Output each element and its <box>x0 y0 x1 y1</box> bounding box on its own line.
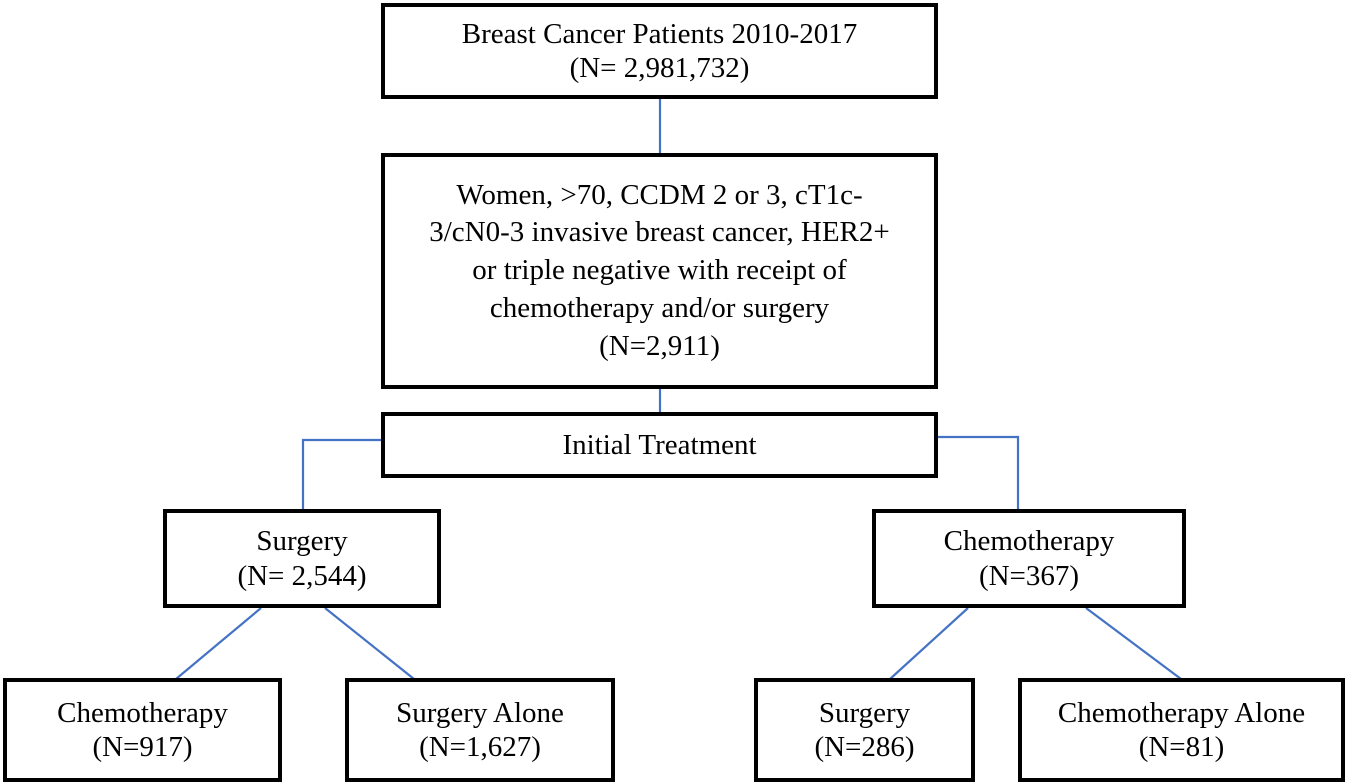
node-surgery-branch-line-1: Surgery <box>256 525 348 558</box>
connector-surgery-to-chemotherapy-leaf <box>175 607 262 680</box>
node-leaf-chemotherapy-line-1: Chemotherapy <box>57 696 228 729</box>
node-root-line-2: (N= 2,981,732) <box>569 52 750 84</box>
node-leaf-chemotherapy-alone-line-1: Chemotherapy Alone <box>1057 696 1306 729</box>
node-initial-treatment: Initial Treatment <box>381 412 938 478</box>
node-chemotherapy-branch-line-1: Chemotherapy <box>943 525 1115 558</box>
connector-chemotherapy-to-chemotherapy-alone-leaf <box>1085 607 1182 680</box>
node-leaf-surgery-line-2: (N=286) <box>814 731 915 763</box>
node-inclusion-criteria: Women, >70, CCDM 2 or 3, cT1c- 3/cN0-3 i… <box>381 153 938 389</box>
node-criteria-line-1: Women, >70, CCDM 2 or 3, cT1c- <box>456 178 863 211</box>
node-criteria-line-3: or triple negative with receipt of <box>472 254 847 287</box>
node-criteria-line-5: (N=2,911) <box>599 329 720 362</box>
node-leaf-chemotherapy-line-2: (N=917) <box>92 731 193 763</box>
node-leaf-chemotherapy: Chemotherapy (N=917) <box>3 678 282 782</box>
node-surgery-branch: Surgery (N= 2,544) <box>163 509 441 608</box>
node-leaf-surgery-line-1: Surgery <box>818 696 911 729</box>
node-leaf-surgery-alone-line-2: (N=1,627) <box>419 731 541 763</box>
node-leaf-chemotherapy-alone: Chemotherapy Alone (N=81) <box>1018 678 1345 782</box>
connector-surgery-to-surgery-alone-leaf <box>324 607 415 680</box>
node-initial-treatment-label: Initial Treatment <box>562 428 757 461</box>
connector-initial-to-surgery <box>301 438 382 517</box>
node-criteria-line-2: 3/cN0-3 invasive breast cancer, HER2+ <box>429 216 890 249</box>
node-leaf-surgery: Surgery (N=286) <box>754 678 975 782</box>
node-leaf-chemotherapy-alone-line-2: (N=81) <box>1138 731 1225 763</box>
connector-chemotherapy-to-surgery-leaf <box>889 607 969 680</box>
node-root-line-1: Breast Cancer Patients 2010-2017 <box>461 17 858 50</box>
node-chemotherapy-branch: Chemotherapy (N=367) <box>872 509 1186 608</box>
node-criteria-line-4: chemotherapy and/or surgery <box>489 291 830 324</box>
node-surgery-branch-line-2: (N= 2,544) <box>237 559 367 592</box>
node-root: Breast Cancer Patients 2010-2017 (N= 2,9… <box>381 3 938 99</box>
connector-initial-to-chemotherapy <box>938 435 1020 509</box>
node-leaf-surgery-alone: Surgery Alone (N=1,627) <box>345 678 615 782</box>
node-leaf-surgery-alone-line-1: Surgery Alone <box>396 696 564 729</box>
node-chemotherapy-branch-line-2: (N=367) <box>978 559 1080 592</box>
